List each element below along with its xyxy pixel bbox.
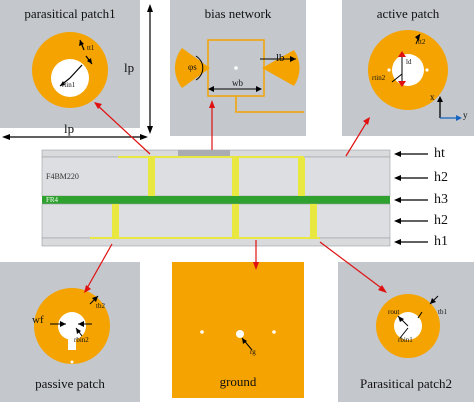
arrow-patch2 [319, 241, 385, 291]
passive-patch-title: passive patch [35, 376, 105, 391]
top-metal-patch [178, 150, 230, 157]
bias-line [235, 96, 304, 113]
active-patch-title: active patch [376, 6, 440, 21]
lp-horizontal-label: lp [64, 121, 75, 136]
lp-vertical-label: lp [124, 60, 135, 75]
height-label-h1: h1 [434, 234, 448, 249]
parasitical-patch1-panel: parasitical patch1 tt1 rtin1 [0, 0, 140, 128]
rout-label: rout [388, 308, 400, 316]
parasitical-patch2-title: Parasitical patch2 [359, 376, 453, 391]
rbin1-label: rbin1 [398, 336, 413, 344]
ld-label: ld [406, 58, 412, 66]
bias-network-panel: bias network φs lb wb [170, 0, 306, 136]
height-label-h3: h3 [434, 192, 448, 207]
phi-s-label: φs [188, 62, 197, 72]
height-label-ht: ht [434, 146, 445, 161]
layer-label-f4bm220: F4BM220 [46, 172, 79, 181]
tb1-label: tb1 [438, 308, 447, 316]
rtin1-label: rtin1 [62, 81, 76, 89]
via-6 [310, 204, 317, 237]
parasitical-patch1-title: parasitical patch1 [24, 6, 116, 21]
rg-label: rg [250, 348, 256, 356]
ground-via-hole [236, 330, 244, 338]
left-fan-stub [174, 48, 210, 88]
layer-label-fr4: FR4 [46, 196, 59, 204]
arrow-active [345, 119, 369, 157]
x-axis-label: x [430, 92, 435, 102]
passive-patch-panel: wf tb2 rbin2 passive patch [0, 262, 140, 402]
active-patch-drawing [368, 30, 462, 121]
tt2-label: tt2 [418, 38, 426, 46]
via-1 [148, 158, 155, 196]
y-axis-label: y [463, 110, 468, 120]
bias-network-title: bias network [204, 6, 272, 21]
parasitical-patch2-drawing [376, 294, 440, 358]
via-3 [298, 158, 305, 196]
active-patch-panel: active patch tt2 ld rtin2 x y [342, 0, 474, 136]
tt1-label: tt1 [87, 44, 95, 52]
layer-h2-lower [41, 203, 391, 239]
layer-fr4 [42, 196, 390, 204]
passive-patch-drawing [34, 288, 110, 364]
parasitical-patch2-panel: rout tb1 rbin1 Parasitical patch2 [338, 262, 474, 402]
ground-drawing [200, 330, 276, 351]
rbin2-label: rbin2 [74, 336, 89, 344]
wb-label: wb [232, 78, 243, 88]
active-ring-inner [392, 54, 424, 86]
height-label-h2-upper: h2 [434, 170, 448, 185]
ground-panel: rg ground [172, 262, 304, 398]
via-4 [112, 204, 119, 237]
passive-feed-slot [68, 322, 76, 350]
via-5 [232, 204, 239, 237]
arrow-passive [85, 243, 113, 291]
bias-network-drawing [174, 39, 304, 113]
ground-title: ground [219, 374, 257, 389]
height-label-h2-lower: h2 [434, 213, 448, 228]
layer-h2-upper [41, 156, 391, 197]
rtin2-label: rtin2 [372, 74, 386, 82]
via-2 [232, 158, 239, 196]
lb-label: lb [276, 52, 285, 64]
parasitical-patch1-drawing [32, 32, 108, 108]
arrow-patch1 [95, 103, 151, 155]
tb2-label: tb2 [96, 302, 105, 310]
wf-label: wf [32, 314, 44, 326]
